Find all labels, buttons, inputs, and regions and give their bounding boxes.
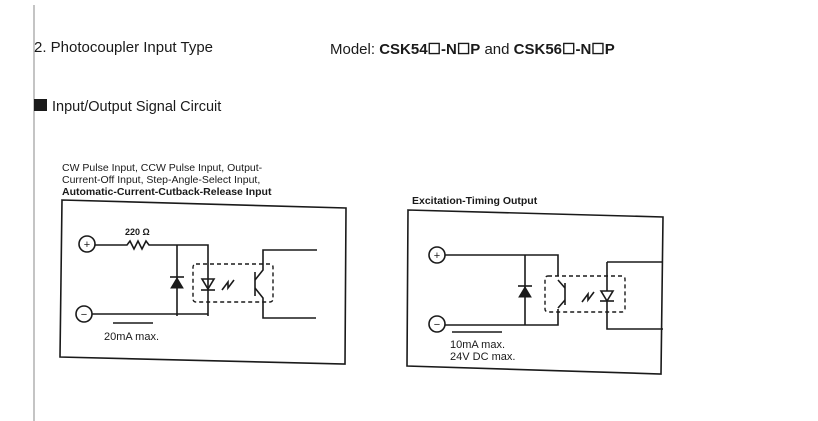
- photocoupler-dashed-box: [192, 263, 274, 303]
- input-circuit-frame: [59, 199, 347, 365]
- minus-terminal-label: −: [81, 309, 87, 321]
- photocoupler-dashed-box: [544, 275, 626, 313]
- section-title: 2. Photocoupler Input Type: [34, 39, 213, 56]
- plus-terminal-icon: [78, 235, 96, 253]
- plus-terminal-label: +: [434, 250, 440, 262]
- led-icon: [599, 290, 615, 303]
- input-circuit: CW Pulse Input, CCW Pulse Input, Output-…: [59, 162, 347, 365]
- plus-terminal-label: +: [84, 239, 90, 251]
- model-line: Model: CSK54☐-N☐P and CSK56☐-N☐P: [330, 41, 615, 58]
- minus-terminal-icon: [428, 315, 446, 333]
- output-voltage-label: 24V DC max.: [450, 351, 515, 363]
- model-part-2: CSK56☐-N☐P: [514, 41, 615, 58]
- model-part-1: CSK54☐-N☐P: [379, 41, 480, 58]
- protection-diode-icon: [518, 286, 532, 298]
- resistor-label: 220 Ω: [125, 227, 150, 237]
- output-current-label: 10mA max.: [450, 339, 505, 351]
- input-caption-line-1: CW Pulse Input, CCW Pulse Input, Output-: [62, 162, 263, 174]
- output-circuit-frame: [406, 209, 664, 375]
- output-wires: [445, 254, 559, 326]
- input-current-label: 20mA max.: [104, 331, 159, 343]
- model-prefix: Model:: [330, 41, 379, 58]
- model-and: and: [480, 41, 513, 58]
- heading-square-icon: [34, 99, 47, 111]
- input-caption-line-3: Automatic-Current-Cutback-Release Input: [62, 186, 272, 198]
- input-wires: [92, 239, 209, 316]
- light-arrow-icon: [581, 291, 595, 303]
- led-icon: [200, 278, 216, 291]
- light-arrow-icon: [221, 279, 235, 291]
- output-caption: Excitation-Timing Output: [412, 195, 538, 207]
- minus-terminal-label: −: [434, 319, 440, 331]
- input-caption-line-2: Current-Off Input, Step-Angle-Select Inp…: [62, 174, 260, 186]
- subheading: Input/Output Signal Circuit: [52, 99, 221, 115]
- output-circuit: Excitation-Timing Output + − 10mA max. 2…: [406, 195, 664, 375]
- protection-diode-icon: [170, 277, 184, 289]
